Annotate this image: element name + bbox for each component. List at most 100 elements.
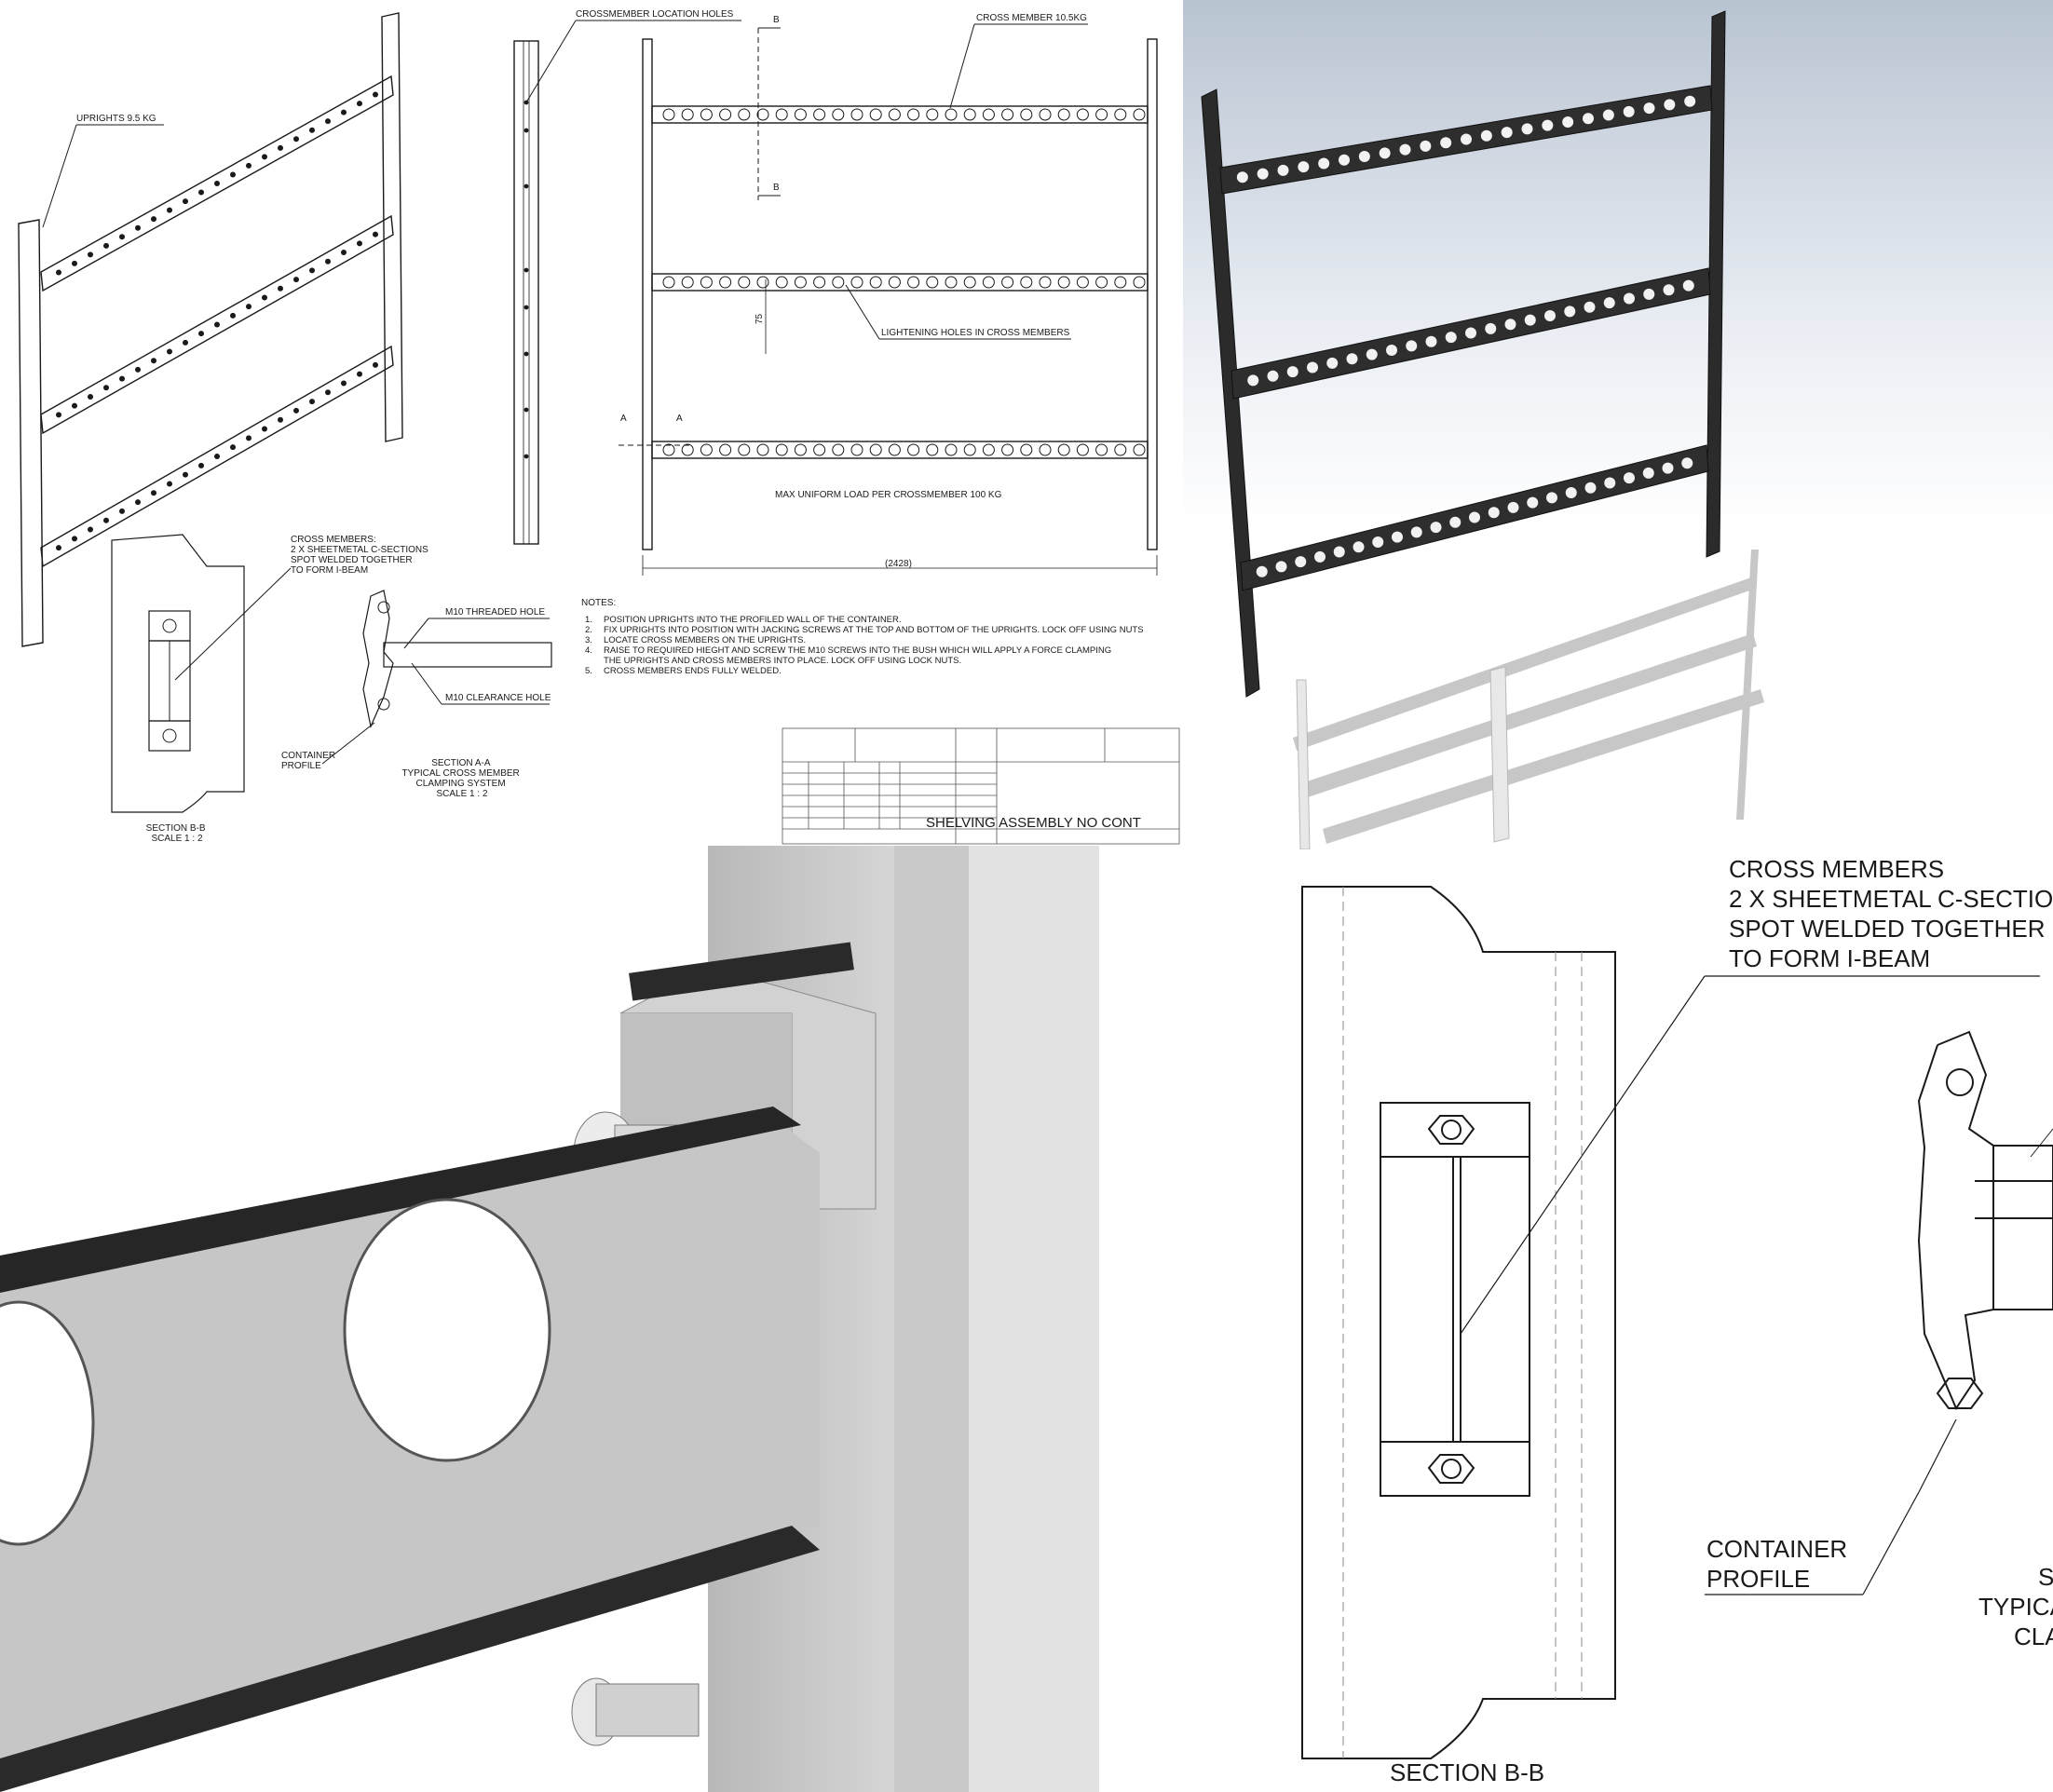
iso-hole bbox=[119, 234, 125, 240]
iso-hole bbox=[309, 267, 315, 274]
lightening-hole bbox=[945, 443, 958, 456]
render-hole bbox=[1406, 340, 1418, 352]
max-load-label: MAX UNIFORM LOAD PER CROSSMEMBER 100 KG bbox=[775, 490, 1002, 500]
render-hole bbox=[1602, 109, 1614, 121]
iso-hole bbox=[278, 416, 283, 423]
iso-hole bbox=[230, 171, 236, 178]
render-hole bbox=[1642, 467, 1654, 479]
render-hole bbox=[1379, 147, 1391, 159]
iso-hole bbox=[135, 224, 141, 231]
iso-hole bbox=[183, 471, 188, 478]
lightening-hole bbox=[794, 276, 807, 289]
section-aa-small-profile bbox=[362, 590, 394, 728]
iso-hole bbox=[119, 375, 125, 382]
lightening-hole bbox=[1039, 443, 1052, 456]
closeup-beam-bottom-flange bbox=[0, 1526, 820, 1792]
lightening-hole bbox=[775, 276, 788, 289]
render-hole bbox=[1372, 536, 1384, 548]
lightening-hole bbox=[738, 108, 751, 121]
crossmember-location-holes-label: CROSSMEMBER LOCATION HOLES bbox=[576, 9, 734, 20]
svg-text:1.: 1. bbox=[585, 615, 592, 625]
section-bb-ibeam bbox=[1380, 1156, 1530, 1443]
render-hole bbox=[1445, 332, 1457, 344]
render-hole bbox=[1286, 366, 1298, 378]
iso-cross-member-bottom bbox=[40, 345, 394, 568]
lightening-hole bbox=[888, 443, 901, 456]
cross-members-note-small: CROSS MEMBERS: 2 X SHEETMETAL C-SECTIONS… bbox=[291, 535, 431, 576]
lightening-hole bbox=[1020, 443, 1033, 456]
cross-members-note-detail: CROSS MEMBERS 2 X SHEETMETAL C-SECTIONS … bbox=[1729, 855, 2053, 972]
lightening-hole bbox=[662, 108, 675, 121]
render-hole bbox=[1643, 288, 1655, 300]
lightening-hole bbox=[700, 276, 713, 289]
section-bb-outline bbox=[1301, 886, 1616, 1759]
title-block-name: SHELVING ASSEMBLY NO CONT bbox=[926, 815, 1141, 831]
lightening-hole bbox=[1114, 443, 1127, 456]
iso-hole bbox=[325, 118, 331, 125]
iso-hole bbox=[151, 358, 156, 364]
render-hole bbox=[1664, 99, 1676, 111]
render-hole bbox=[1682, 279, 1694, 292]
closeup-panel bbox=[0, 846, 1099, 1792]
lightening-hole bbox=[681, 276, 694, 289]
lightening-hole bbox=[700, 108, 713, 121]
svg-text:5.: 5. bbox=[585, 666, 592, 676]
lightening-holes-label: LIGHTENING HOLES IN CROSS MEMBERS bbox=[881, 328, 1070, 338]
section-a-marker-right: A bbox=[676, 414, 683, 424]
section-detail-panel: CROSS MEMBERS 2 X SHEETMETAL C-SECTIONS … bbox=[1099, 849, 2053, 1792]
title-block bbox=[782, 727, 1180, 845]
section-b-marker-bottom: B bbox=[773, 183, 780, 193]
lightening-hole bbox=[1076, 108, 1089, 121]
iso-hole bbox=[293, 277, 299, 283]
section-bb-detail-label: SECTION B-B bbox=[1390, 1758, 1544, 1786]
iso-hole bbox=[103, 242, 109, 249]
render-hole bbox=[1604, 477, 1616, 489]
iso-hole bbox=[357, 371, 362, 377]
render-hole bbox=[1681, 457, 1693, 469]
lightening-hole bbox=[832, 443, 845, 456]
section-bb-upper-nut bbox=[1427, 1115, 1475, 1145]
render-hole bbox=[1275, 561, 1287, 573]
lightening-hole bbox=[1039, 108, 1052, 121]
lightening-hole bbox=[907, 108, 920, 121]
render-hole bbox=[1624, 472, 1635, 484]
render-hole bbox=[1440, 137, 1452, 149]
render-hole bbox=[1295, 556, 1307, 568]
section-aa-small-label: SECTION A-A TYPICAL CROSS MEMBER CLAMPIN… bbox=[401, 758, 522, 799]
section-a-marker-left: A bbox=[620, 414, 627, 424]
lightening-hole bbox=[982, 276, 995, 289]
iso-hole bbox=[214, 181, 220, 186]
iso-hole bbox=[246, 304, 252, 310]
front-cross-member-top bbox=[651, 105, 1149, 124]
lightening-hole bbox=[907, 443, 920, 456]
section-bb-detail: CROSS MEMBERS 2 X SHEETMETAL C-SECTIONS … bbox=[1301, 855, 2053, 1786]
iso-hole bbox=[198, 189, 204, 196]
lightening-hole bbox=[926, 108, 939, 121]
render-hole bbox=[1420, 140, 1432, 152]
iso-hole bbox=[341, 380, 347, 387]
lightening-hole bbox=[681, 443, 694, 456]
render-hole bbox=[1684, 95, 1696, 107]
lightening-hole bbox=[719, 276, 732, 289]
render-hole bbox=[1527, 496, 1539, 509]
upright-side-view bbox=[513, 40, 539, 545]
render-hole bbox=[1358, 151, 1370, 163]
render-hole bbox=[1392, 531, 1403, 543]
lightening-hole bbox=[945, 108, 958, 121]
cross-member-weight-label: CROSS MEMBER 10.5KG bbox=[976, 13, 1087, 23]
iso-hole bbox=[357, 101, 362, 107]
lightening-hole bbox=[1020, 276, 1033, 289]
lightening-hole bbox=[738, 276, 751, 289]
iso-hole bbox=[214, 454, 220, 459]
lightening-hole bbox=[756, 276, 769, 289]
lightening-hole bbox=[850, 276, 863, 289]
front-cross-member-bottom bbox=[651, 441, 1149, 459]
iso-hole bbox=[72, 402, 77, 409]
iso-hole bbox=[246, 435, 252, 441]
lightening-hole bbox=[1076, 443, 1089, 456]
render-hole bbox=[1430, 522, 1442, 534]
iso-hole bbox=[309, 127, 315, 133]
lightening-hole bbox=[1076, 276, 1089, 289]
render-hole bbox=[1488, 507, 1500, 519]
iso-hole bbox=[214, 321, 220, 328]
